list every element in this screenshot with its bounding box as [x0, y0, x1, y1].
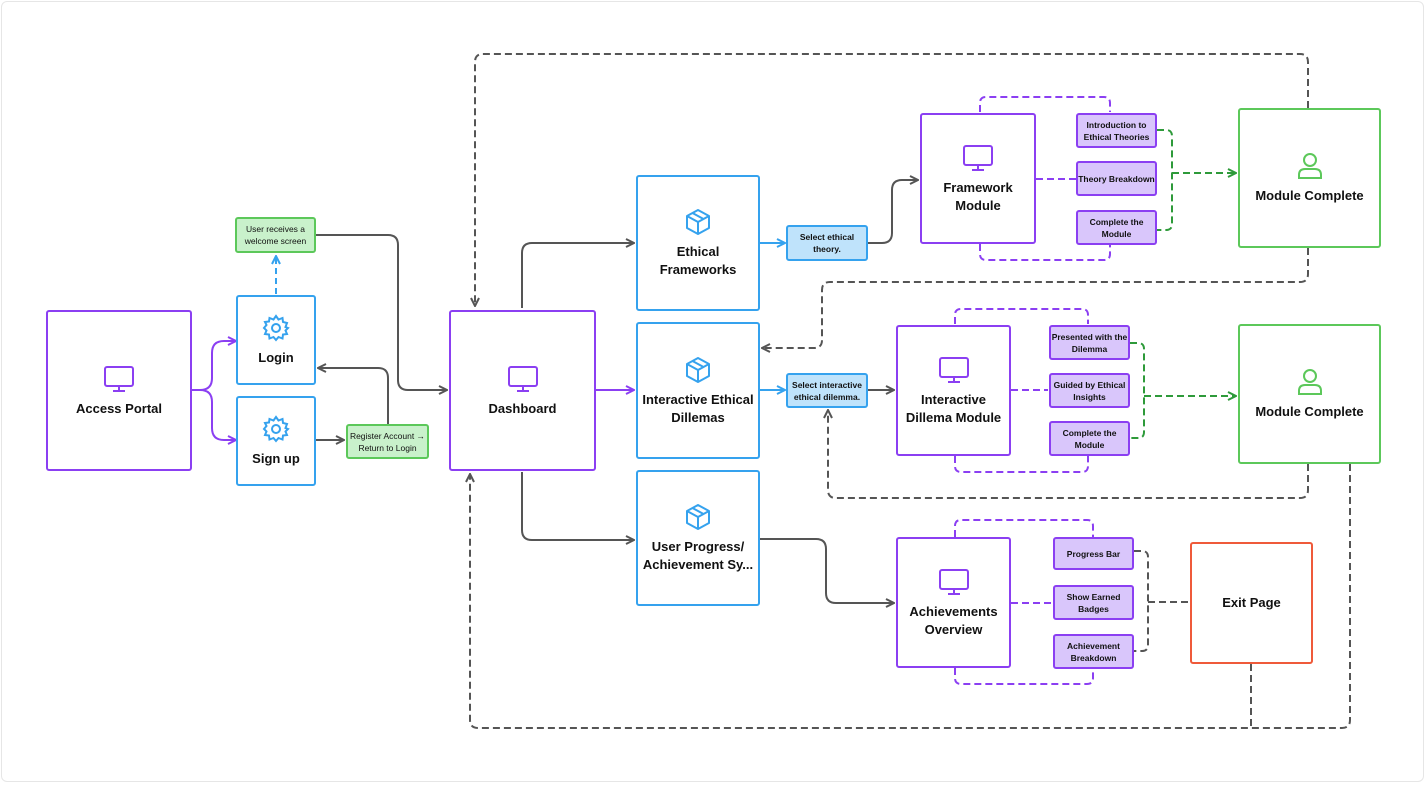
exit-page-node[interactable]: Exit Page [1190, 542, 1313, 664]
framework-step-1[interactable]: Introduction to Ethical Theories [1076, 113, 1157, 148]
achievements-overview-node[interactable]: Achievements Overview [896, 537, 1011, 668]
framework-module-label: Framework Module [943, 179, 1013, 213]
welcome-note: User receives a welcome screen [235, 217, 316, 253]
dilemma-step-2-text: Guided by Ethical Insights [1053, 379, 1126, 402]
framework-step-2[interactable]: Theory Breakdown [1076, 161, 1157, 196]
login-label: Login [258, 350, 294, 365]
achievement-step-2-text: Show Earned Badges [1066, 591, 1121, 614]
monitor-icon [507, 365, 538, 392]
achievement-step-3-text: Achievement Breakdown [1067, 640, 1120, 663]
signup-label: Sign up [252, 451, 300, 466]
register-note: Register Account → Return to Login [346, 424, 429, 459]
bracket-achievements [1134, 550, 1149, 652]
framework-module-node[interactable]: Framework Module [920, 113, 1036, 244]
module-complete-label-1: Module Complete [1255, 188, 1364, 203]
edge-progress-achievements [760, 538, 894, 603]
edge-portal-login [192, 341, 236, 391]
group-dilemma-bottom [954, 456, 1089, 473]
framework-step-2-text: Theory Breakdown [1078, 173, 1155, 184]
edge-welcome-dashboard [316, 234, 447, 390]
group-framework-top [979, 96, 1111, 112]
box-icon [686, 209, 710, 235]
select-dilemma-text: Select interactive ethical dilemma. [792, 379, 862, 402]
framework-step-3[interactable]: Complete the Module [1076, 210, 1157, 245]
user-icon [1297, 369, 1322, 395]
box-icon [686, 504, 710, 530]
welcome-note-text: User receives a welcome screen [244, 224, 307, 246]
bracket-framework [1157, 129, 1173, 231]
module-complete-node-1[interactable]: Module Complete [1238, 108, 1381, 248]
dilemma-step-2[interactable]: Guided by Ethical Insights [1049, 373, 1130, 408]
interactive-dilemmas-label: Interactive Ethical Dillemas [642, 391, 754, 425]
edge-register-login [318, 368, 389, 424]
login-node[interactable]: Login [236, 295, 316, 385]
register-note-text: Register Account → Return to Login [349, 430, 426, 453]
framework-step-3-text: Complete the Module [1089, 216, 1144, 239]
edge-dashboard-frameworks [521, 243, 634, 308]
group-framework-bottom [979, 244, 1111, 261]
achievement-step-2[interactable]: Show Earned Badges [1053, 585, 1134, 620]
ethical-frameworks-label: Ethical Frameworks [659, 244, 737, 277]
box-icon [686, 356, 710, 383]
signup-node[interactable]: Sign up [236, 396, 316, 486]
achievements-overview-label: Achievements Overview [909, 603, 998, 637]
group-achieve-bottom [954, 668, 1094, 685]
achievement-step-1[interactable]: Progress Bar [1053, 537, 1134, 570]
group-dilemma-top [954, 308, 1089, 324]
select-theory-text: Select ethical theory. [799, 232, 855, 254]
module-complete-node-2[interactable]: Module Complete [1238, 324, 1381, 464]
select-theory-note[interactable]: Select ethical theory. [786, 225, 868, 261]
edge-portal-signup [192, 389, 236, 440]
achievement-step-3[interactable]: Achievement Breakdown [1053, 634, 1134, 669]
dilemma-module-node[interactable]: Interactive Dillema Module [896, 325, 1011, 456]
dashboard-node[interactable]: Dashboard [449, 310, 596, 471]
dilemma-module-label: Interactive Dillema Module [905, 391, 1002, 425]
exit-page-label: Exit Page [1222, 595, 1281, 610]
return-complete2-select [828, 410, 1309, 499]
dilemma-step-1[interactable]: Presented with the Dilemma [1049, 325, 1130, 360]
achievement-step-1-text: Progress Bar [1066, 548, 1121, 559]
return-complete1-dilemmas [762, 248, 1309, 348]
group-achieve-top [954, 519, 1094, 537]
module-complete-label-2: Module Complete [1255, 404, 1364, 419]
edge-dashboard-progress [521, 472, 634, 540]
user-progress-node[interactable]: User Progress/ Achievement Sy... [636, 470, 760, 606]
access-portal-node[interactable]: Access Portal [46, 310, 192, 471]
ethical-frameworks-node[interactable]: Ethical Frameworks [636, 175, 760, 311]
return-complete2-dashboard [470, 464, 1351, 729]
user-icon [1297, 153, 1322, 179]
monitor-icon [104, 365, 134, 392]
dilemma-step-1-text: Presented with the Dilemma [1051, 331, 1128, 354]
interactive-dilemmas-node[interactable]: Interactive Ethical Dillemas [636, 322, 760, 459]
access-portal-label: Access Portal [76, 400, 162, 416]
dilemma-step-3[interactable]: Complete the Module [1049, 421, 1130, 456]
bracket-dilemma [1130, 342, 1145, 439]
framework-step-1-text: Introduction to Ethical Theories [1083, 119, 1150, 142]
return-complete1-dashboard-top [475, 53, 1309, 306]
gear-icon [262, 415, 290, 443]
monitor-icon [938, 356, 969, 383]
dashboard-label: Dashboard [488, 400, 557, 416]
user-progress-label: User Progress/ Achievement Sy... [642, 539, 754, 572]
monitor-icon [938, 568, 969, 595]
select-dilemma-note[interactable]: Select interactive ethical dilemma. [786, 373, 868, 408]
dilemma-step-3-text: Complete the Module [1062, 427, 1117, 450]
edge-select-frameworkmodule [868, 180, 918, 244]
gear-icon [262, 314, 290, 342]
monitor-icon [963, 144, 993, 171]
